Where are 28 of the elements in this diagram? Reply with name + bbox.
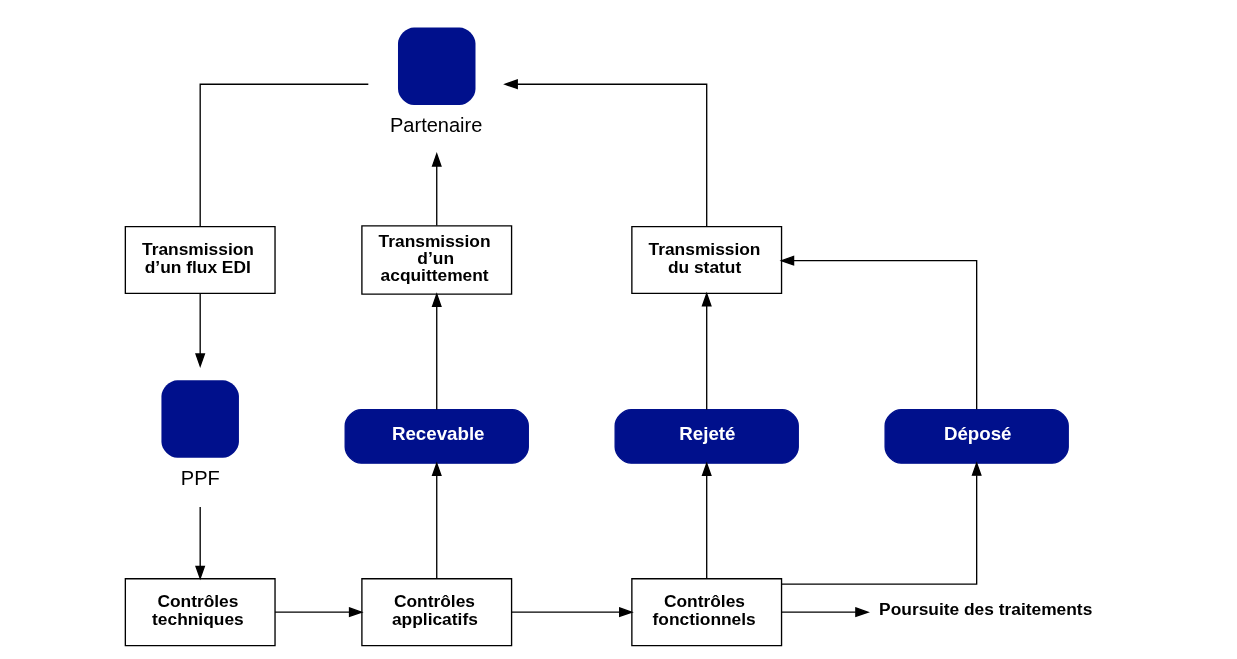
arrow: [779, 255, 978, 410]
node-box: Recevable: [344, 409, 529, 464]
arrow: [503, 79, 708, 228]
arrow: [510, 607, 634, 618]
arrow: [431, 461, 442, 580]
node-box: Transmission d’un acquittement: [361, 225, 513, 295]
node-box: Contrôles fonctionnels: [631, 578, 783, 647]
arrow: [195, 292, 206, 369]
node-box: Contrôles techniques: [124, 578, 276, 647]
node-box: Transmission d’un flux EDI: [124, 225, 276, 295]
connector: [199, 83, 369, 228]
arrow: [431, 292, 442, 411]
node-label: Partenaire: [389, 113, 483, 136]
node-box: [398, 27, 476, 105]
arrow: [781, 607, 870, 618]
node-label: PPF: [180, 466, 220, 489]
arrow: [701, 291, 712, 411]
arrow: [431, 152, 442, 227]
node-box: Déposé: [884, 409, 1069, 464]
arrow: [195, 506, 206, 581]
node-box: Rejeté: [614, 409, 799, 464]
arrow: [701, 461, 712, 580]
arrow: [780, 461, 982, 585]
node-box: Transmission du statut: [631, 225, 783, 295]
node-box: Contrôles applicatifs: [361, 578, 513, 647]
arrow: [274, 607, 364, 618]
node-text: Poursuite des traitements: [879, 599, 1093, 620]
node-box: [161, 380, 239, 458]
